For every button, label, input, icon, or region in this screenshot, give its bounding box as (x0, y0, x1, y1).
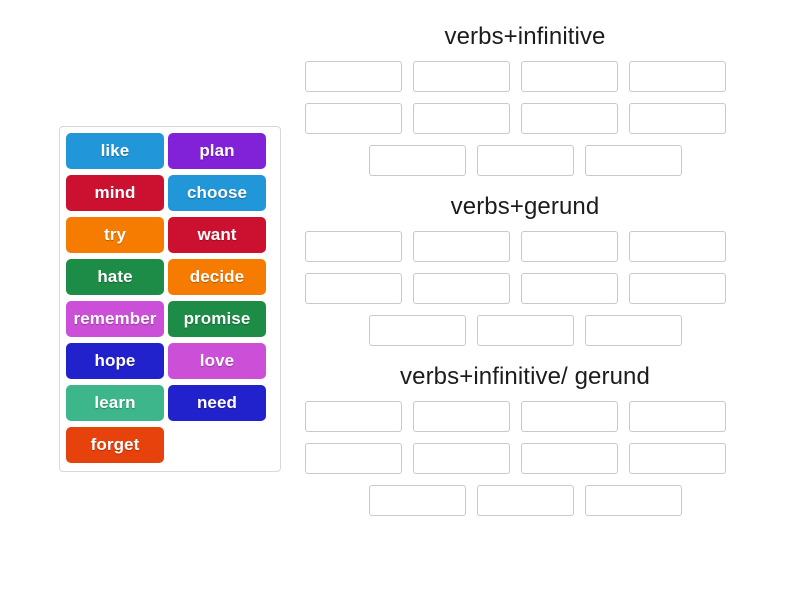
drop-slot[interactable] (629, 61, 726, 92)
word-tile-label: promise (183, 309, 251, 328)
slot-row (305, 273, 745, 304)
word-tile-label: choose (186, 183, 248, 202)
drop-slot[interactable] (413, 61, 510, 92)
drop-slot[interactable] (368, 145, 466, 176)
slot-row (305, 401, 745, 432)
drop-slot[interactable] (584, 485, 682, 516)
word-tile-label: like (100, 141, 130, 160)
drop-slot[interactable] (521, 273, 618, 304)
drop-slot[interactable] (413, 443, 510, 474)
category-group: verbs+infinitive (305, 22, 745, 176)
word-tile-learn[interactable]: learn (66, 385, 164, 421)
slot-row (305, 103, 745, 134)
drop-slot[interactable] (368, 315, 466, 346)
word-bank-panel: like plan mind choose try want hate decide remem… (59, 126, 281, 472)
category-title: verbs+infinitive (444, 23, 606, 50)
category-group: verbs+gerund (305, 192, 745, 346)
slot-row (305, 145, 745, 176)
drop-slot[interactable] (305, 103, 402, 134)
word-tile-mind[interactable]: mind (66, 175, 164, 211)
word-tile-love[interactable]: love (168, 343, 266, 379)
word-tile-plan[interactable]: plan (168, 133, 266, 169)
drop-slot[interactable] (629, 443, 726, 474)
category-title: verbs+gerund (450, 193, 600, 220)
word-tile-label: want (197, 225, 237, 244)
word-tile-label: need (196, 393, 238, 412)
drop-slot[interactable] (305, 443, 402, 474)
category-group: verbs+infinitive/ gerund (305, 362, 745, 516)
word-tile-try[interactable]: try (66, 217, 164, 253)
word-tile-label: try (103, 225, 127, 244)
word-tile-grid: like plan mind choose try want hate decide remem… (66, 133, 274, 463)
drop-slot[interactable] (521, 61, 618, 92)
word-tile-decide[interactable]: decide (168, 259, 266, 295)
word-tile-label: learn (94, 393, 136, 412)
slot-row (305, 61, 745, 92)
word-tile-want[interactable]: want (168, 217, 266, 253)
word-tile-hope[interactable]: hope (66, 343, 164, 379)
drop-slot[interactable] (629, 273, 726, 304)
drop-slot[interactable] (584, 145, 682, 176)
word-tile-need[interactable]: need (168, 385, 266, 421)
word-tile-label: remember (73, 309, 157, 328)
drop-slot[interactable] (476, 315, 574, 346)
drop-slot[interactable] (521, 401, 618, 432)
category-groups: verbs+infinitive verbs+gerund verbs+infini… (305, 22, 745, 532)
drop-slot[interactable] (305, 401, 402, 432)
drop-slot[interactable] (521, 231, 618, 262)
word-tile-forget[interactable]: forget (66, 427, 164, 463)
slot-row (305, 231, 745, 262)
drop-slot[interactable] (521, 103, 618, 134)
word-tile-promise[interactable]: promise (168, 301, 266, 337)
word-tile-label: mind (94, 183, 136, 202)
drop-slot[interactable] (476, 145, 574, 176)
drop-slot[interactable] (305, 273, 402, 304)
drop-slot[interactable] (305, 231, 402, 262)
drop-slot[interactable] (629, 401, 726, 432)
category-title: verbs+infinitive/ gerund (400, 363, 650, 390)
drop-slot[interactable] (413, 231, 510, 262)
word-tile-label: hope (94, 351, 136, 370)
slot-row (305, 485, 745, 516)
word-tile-remember[interactable]: remember (66, 301, 164, 337)
word-tile-hate[interactable]: hate (66, 259, 164, 295)
drop-slot[interactable] (305, 61, 402, 92)
word-tile-label: love (199, 351, 235, 370)
word-tile-label: decide (189, 267, 245, 286)
drop-slot[interactable] (584, 315, 682, 346)
word-tile-like[interactable]: like (66, 133, 164, 169)
drop-slot[interactable] (413, 401, 510, 432)
drop-slot[interactable] (629, 231, 726, 262)
slot-row (305, 315, 745, 346)
word-tile-label: hate (97, 267, 133, 286)
word-tile-label: plan (199, 141, 235, 160)
drop-slot[interactable] (476, 485, 574, 516)
drop-slot[interactable] (629, 103, 726, 134)
slot-row (305, 443, 745, 474)
drop-slot[interactable] (413, 103, 510, 134)
word-tile-choose[interactable]: choose (168, 175, 266, 211)
drop-slot[interactable] (413, 273, 510, 304)
drop-slot[interactable] (368, 485, 466, 516)
drop-slot[interactable] (521, 443, 618, 474)
word-tile-label: forget (90, 435, 140, 454)
